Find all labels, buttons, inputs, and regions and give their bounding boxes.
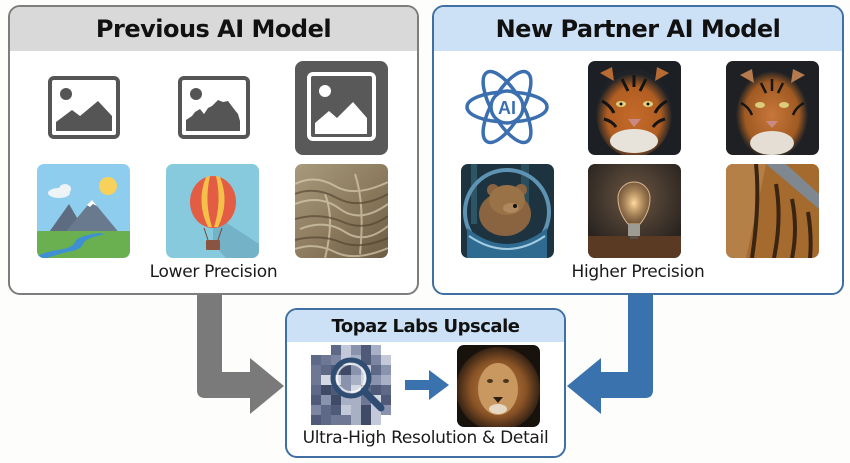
upscale-panel: Topaz Labs Upscale Ultra-High Resolution… <box>285 308 566 458</box>
pixel-block <box>331 405 341 415</box>
pixel-block <box>361 405 371 415</box>
pixel-block <box>381 375 391 385</box>
pixel-block <box>341 385 351 395</box>
pixel-block <box>341 415 351 425</box>
pixel-block <box>321 365 331 375</box>
pixel-block <box>311 365 321 375</box>
pixel-block <box>361 345 371 355</box>
blue-flow-arrow <box>567 294 653 414</box>
pixel-block <box>381 405 391 415</box>
pixel-block <box>341 375 351 385</box>
pixel-block <box>311 405 321 415</box>
pixel-block <box>371 385 381 395</box>
lion-portrait-photo <box>457 345 540 427</box>
pixelated-image-with-magnifier <box>311 344 391 426</box>
pixel-block <box>351 395 361 405</box>
ai-badge-text: AI <box>498 98 516 118</box>
new-model-title: New Partner AI Model <box>434 7 842 51</box>
pixel-block <box>361 375 371 385</box>
pixel-block <box>331 355 341 365</box>
pixel-block <box>331 415 341 425</box>
pixel-block <box>321 375 331 385</box>
pixel-block <box>341 365 351 375</box>
tiger-portrait-photo-2 <box>726 61 819 155</box>
pixel-block <box>361 415 371 425</box>
bear-in-bubble-photo <box>461 164 554 258</box>
image-placeholder-icon <box>48 76 120 139</box>
pixel-block <box>351 375 361 385</box>
previous-model-panel: Previous AI Model <box>8 5 419 295</box>
pixel-block <box>371 375 381 385</box>
pixel-block <box>341 345 351 355</box>
pixel-block <box>361 395 371 405</box>
pixelated-image <box>311 345 391 425</box>
magnifier-icon <box>360 387 385 412</box>
pixel-block <box>371 345 381 355</box>
new-model-panel: New Partner AI Model AI <box>432 5 844 295</box>
pixel-block <box>351 405 361 415</box>
pixel-block <box>351 415 361 425</box>
pixel-block <box>371 415 381 425</box>
hot-air-balloon-illustration <box>166 164 259 258</box>
light-bulb-photo <box>588 164 681 258</box>
pixel-block <box>351 385 361 395</box>
tiger-fur-texture-photo <box>726 164 819 258</box>
pixel-block <box>381 365 391 375</box>
pixel-block <box>331 395 341 405</box>
pixel-block <box>381 395 391 405</box>
mountain-landscape-illustration <box>37 164 130 258</box>
previous-model-title: Previous AI Model <box>10 7 417 51</box>
pixel-block <box>331 375 341 385</box>
pixel-block <box>371 405 381 415</box>
pixel-block <box>321 415 331 425</box>
pixel-block <box>381 385 391 395</box>
pixel-block <box>341 395 351 405</box>
pixel-block <box>381 355 391 365</box>
pixel-block <box>321 385 331 395</box>
pixel-block <box>351 365 361 375</box>
pixel-block <box>321 355 331 365</box>
tiger-portrait-photo <box>588 61 681 155</box>
pixel-block <box>311 385 321 395</box>
fur-texture-photo <box>295 164 388 258</box>
pixel-block <box>321 395 331 405</box>
ai-atom-icon: AI <box>465 66 549 148</box>
image-placeholder-jagged-icon <box>178 76 250 139</box>
pixel-block <box>311 355 321 365</box>
pixel-block <box>361 355 371 365</box>
pixel-block <box>371 365 381 375</box>
upscale-title: Topaz Labs Upscale <box>287 310 564 342</box>
pixel-block <box>331 345 341 355</box>
new-model-caption: Higher Precision <box>571 262 705 282</box>
pixel-block <box>371 355 381 365</box>
upscale-arrow-icon <box>405 370 449 400</box>
pixel-block <box>311 395 321 405</box>
pixel-block <box>341 405 351 415</box>
pixel-block <box>311 415 321 425</box>
gray-flow-arrow <box>197 294 284 414</box>
pixel-block <box>321 405 331 415</box>
previous-model-caption: Lower Precision <box>149 262 278 282</box>
pixel-block <box>311 375 321 385</box>
pixel-block <box>351 345 361 355</box>
image-placeholder-inverted-icon <box>295 61 388 155</box>
upscale-caption: Ultra-High Resolution & Detail <box>302 428 549 448</box>
